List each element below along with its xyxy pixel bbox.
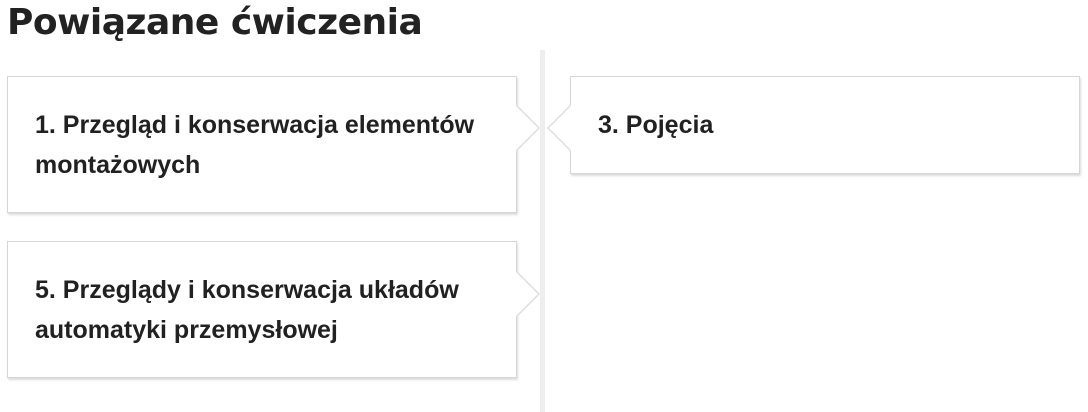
exercise-card-1[interactable]: 1. Przegląd i konserwacja elementów mont… <box>7 76 517 213</box>
exercise-card-3[interactable]: 3. Pojęcia <box>570 76 1080 174</box>
card-pointer-arrow-fill <box>515 271 538 317</box>
card-pointer-arrow-fill <box>515 105 538 151</box>
exercise-card-title[interactable]: 5. Przeglądy i konserwacja układów autom… <box>35 276 459 344</box>
timeline-line <box>540 50 545 412</box>
exercise-card-title[interactable]: 1. Przegląd i konserwacja elementów mont… <box>35 111 475 179</box>
card-pointer-arrow-fill <box>549 105 572 151</box>
exercise-card-5[interactable]: 5. Przeglądy i konserwacja układów autom… <box>7 241 517 378</box>
exercise-card-title[interactable]: 3. Pojęcia <box>598 111 714 139</box>
page-title: Powiązane ćwiczenia <box>7 2 423 43</box>
